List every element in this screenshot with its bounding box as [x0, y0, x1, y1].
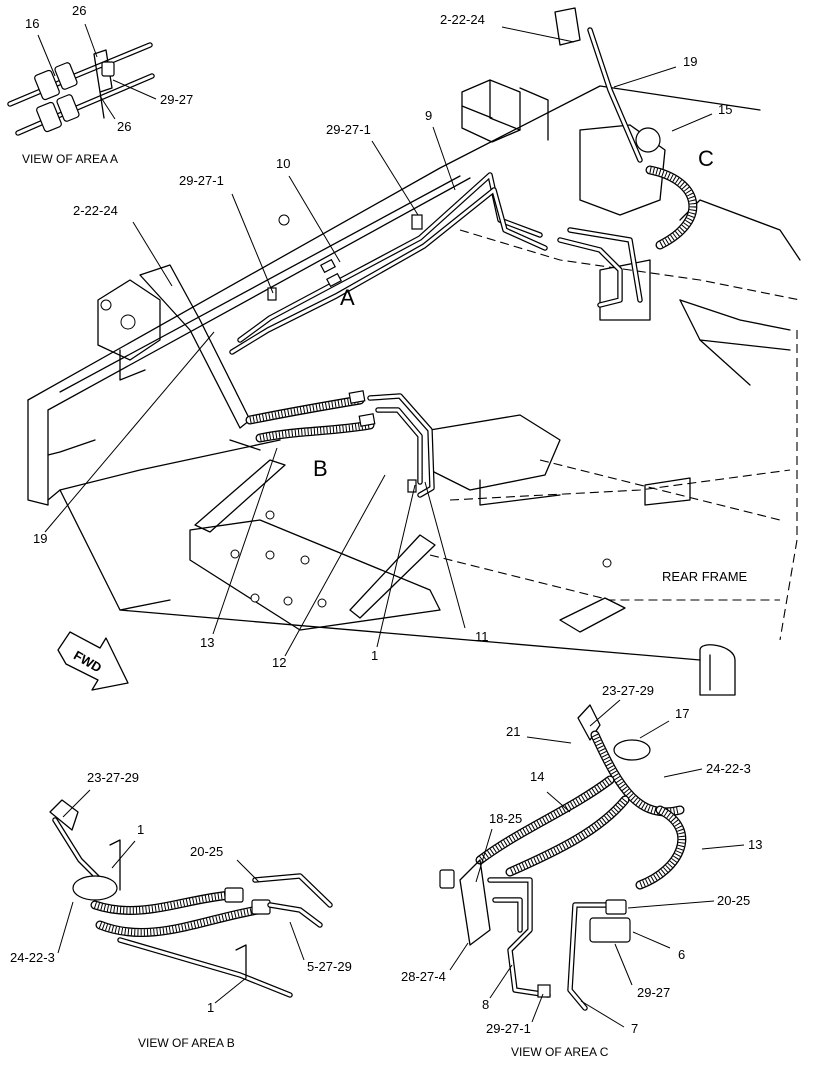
callout-c-2-22-24-top: 2-22-24 [440, 12, 485, 27]
callout-c-13-c: 13 [748, 837, 762, 852]
leader-c-20-25-b [236, 859, 260, 883]
callout-c-1-b-bot: 1 [207, 1000, 214, 1015]
leader-c-19-left [44, 331, 215, 533]
leader-c-15 [671, 113, 713, 132]
callout-c-26-bot: 26 [117, 119, 131, 134]
callout-c-20-25-c: 20-25 [717, 893, 750, 908]
view-a-caption: VIEW OF AREA A [22, 152, 118, 166]
leader-c-23-27-29-c [589, 699, 621, 727]
leader-c-9 [432, 126, 456, 191]
callout-c-28-27-4: 28-27-4 [401, 969, 446, 984]
callout-c-15: 15 [718, 102, 732, 117]
leader-c-28-27-4 [449, 942, 469, 971]
leader-c-6 [632, 931, 671, 949]
view-of-area-a: VIEW OF AREA A [7, 42, 155, 166]
callout-c-17: 17 [675, 706, 689, 721]
callout-c-1: 1 [371, 648, 378, 663]
callout-c-29-27-a: 29-27 [160, 92, 193, 107]
fwd-arrow: FWD [57, 631, 129, 691]
callout-c-24-22-3-b: 24-22-3 [10, 950, 55, 965]
leader-c-13 [212, 447, 278, 635]
leader-c-1 [376, 484, 416, 648]
leader-c-17 [639, 720, 670, 739]
view-of-area-c: VIEW OF AREA C [439, 704, 687, 1059]
callout-c-23-27-29-b: 23-27-29 [87, 770, 139, 785]
callout-c-8: 8 [482, 997, 489, 1012]
leader-c-8 [489, 964, 513, 999]
area-a-label: A [340, 285, 355, 310]
view-of-area-b: VIEW OF AREA B [49, 799, 333, 1050]
callout-c-14: 14 [530, 769, 544, 784]
area-c-label: C [698, 146, 714, 171]
leader-c-26-top [84, 23, 98, 58]
leader-c-29-27-a [112, 79, 157, 100]
leader-c-21 [526, 736, 572, 744]
leader-c-2-22-24-left [132, 221, 173, 287]
leader-c-1-b-bot [214, 977, 247, 1004]
leader-c-12 [284, 474, 386, 657]
callout-c-7: 7 [631, 1021, 638, 1036]
fwd-label: FWD [71, 648, 104, 676]
callout-c-13: 13 [200, 635, 214, 650]
leader-c-13-c [701, 844, 745, 850]
callout-c-9: 9 [425, 108, 432, 123]
callout-c-16: 16 [25, 16, 39, 31]
rear-frame-structure [27, 79, 801, 696]
rear-frame-label: REAR FRAME [662, 569, 748, 584]
callout-c-21: 21 [506, 724, 520, 739]
main-hydraulic-lines [229, 7, 698, 498]
leader-c-5-27-29 [289, 921, 305, 961]
callout-c-19-left: 19 [33, 531, 47, 546]
callout-c-6: 6 [678, 947, 685, 962]
leader-c-20-25-c [627, 900, 715, 909]
area-labels: A B C [313, 146, 714, 481]
leader-c-29-27-1-b [231, 193, 274, 294]
leader-c-29-27-1-c [531, 993, 544, 1023]
callout-c-2-22-24-left: 2-22-24 [73, 203, 118, 218]
leader-c-16 [37, 34, 56, 77]
callout-c-23-27-29-c: 23-27-29 [602, 683, 654, 698]
leader-c-23-27-29-b [62, 789, 91, 818]
callout-labels: 162629-27262-22-241915929-27-11029-27-12… [10, 3, 762, 1036]
area-b-label: B [313, 456, 328, 481]
callout-c-26-top: 26 [72, 3, 86, 18]
leader-c-11 [424, 481, 466, 629]
callout-c-11: 11 [475, 629, 489, 644]
view-c-caption: VIEW OF AREA C [511, 1045, 609, 1059]
leader-c-24-22-3-b [57, 901, 74, 954]
leader-c-1-b-top [111, 840, 136, 869]
callout-c-18-25: 18-25 [489, 811, 522, 826]
leader-c-14 [546, 791, 571, 813]
callout-c-29-27-1-c: 29-27-1 [486, 1021, 531, 1036]
callout-c-24-22-3-c: 24-22-3 [706, 761, 751, 776]
leader-c-7 [580, 1000, 625, 1028]
leader-c-29-27-1-a [371, 140, 419, 216]
leader-c-2-22-24-top [501, 26, 575, 43]
callout-c-29-27-1-a: 29-27-1 [326, 122, 371, 137]
leader-c-10 [288, 175, 341, 263]
callout-c-5-27-29: 5-27-29 [307, 959, 352, 974]
callout-c-29-27-1-b: 29-27-1 [179, 173, 224, 188]
callout-c-19-top: 19 [683, 54, 697, 69]
callout-c-1-b-top: 1 [137, 822, 144, 837]
callout-c-10: 10 [276, 156, 290, 171]
view-b-caption: VIEW OF AREA B [138, 1036, 235, 1050]
leader-c-29-27-c [614, 943, 633, 986]
leader-c-18-25 [475, 828, 493, 883]
leader-c-24-22-3-c [663, 768, 703, 778]
leader-c-19-top [613, 66, 677, 88]
callout-c-12: 12 [272, 655, 286, 670]
callout-c-20-25-b: 20-25 [190, 844, 223, 859]
leader-c-26-bot [99, 95, 116, 120]
callout-c-29-27-c: 29-27 [637, 985, 670, 1000]
